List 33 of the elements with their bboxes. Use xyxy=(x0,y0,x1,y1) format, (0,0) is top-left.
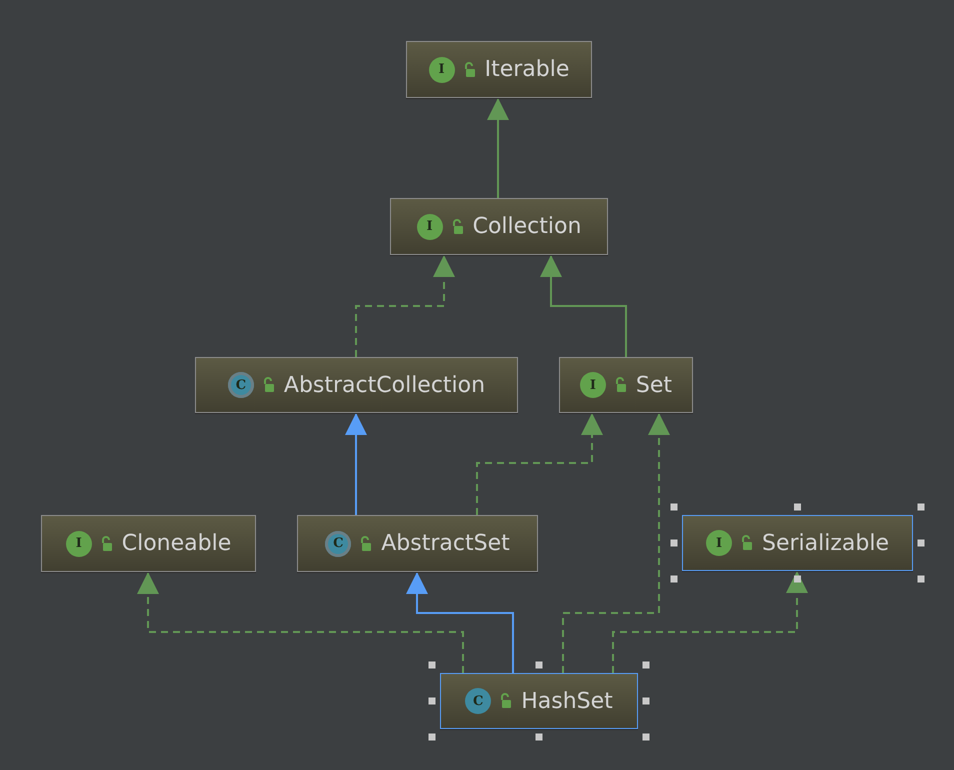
type-badge: C xyxy=(465,688,492,714)
class-name: HashSet xyxy=(521,688,613,714)
arrow xyxy=(345,413,367,515)
type-badge: I xyxy=(66,530,92,556)
class-box xyxy=(682,515,913,571)
arrow xyxy=(406,572,514,673)
class-box xyxy=(41,515,256,572)
dashed-arrow xyxy=(612,571,808,673)
class-name: Set xyxy=(636,372,672,398)
type-badge: I xyxy=(428,56,455,82)
type-badge: I xyxy=(580,372,606,398)
class-box xyxy=(559,357,693,413)
type-badge: I xyxy=(706,530,732,556)
dashed-arrow xyxy=(137,572,464,673)
class-box xyxy=(406,41,592,98)
class-box xyxy=(440,673,638,729)
class-name: Cloneable xyxy=(122,531,232,556)
type-badge: C xyxy=(325,530,352,556)
class-name: Collection xyxy=(472,214,582,239)
arrow xyxy=(540,255,627,357)
class-box xyxy=(297,515,538,572)
dashed-arrow xyxy=(562,413,670,673)
type-badge: C xyxy=(228,372,254,398)
class-name: AbstractCollection xyxy=(284,372,486,398)
dashed-arrow xyxy=(476,413,603,515)
class-box xyxy=(195,357,518,413)
class-name: Serializable xyxy=(762,530,889,556)
class-box xyxy=(390,198,608,255)
arrow xyxy=(487,98,509,198)
type-badge: I xyxy=(416,214,443,240)
class-name: Iterable xyxy=(484,57,570,82)
dashed-arrow xyxy=(355,255,455,357)
class-name: AbstractSet xyxy=(381,531,510,556)
